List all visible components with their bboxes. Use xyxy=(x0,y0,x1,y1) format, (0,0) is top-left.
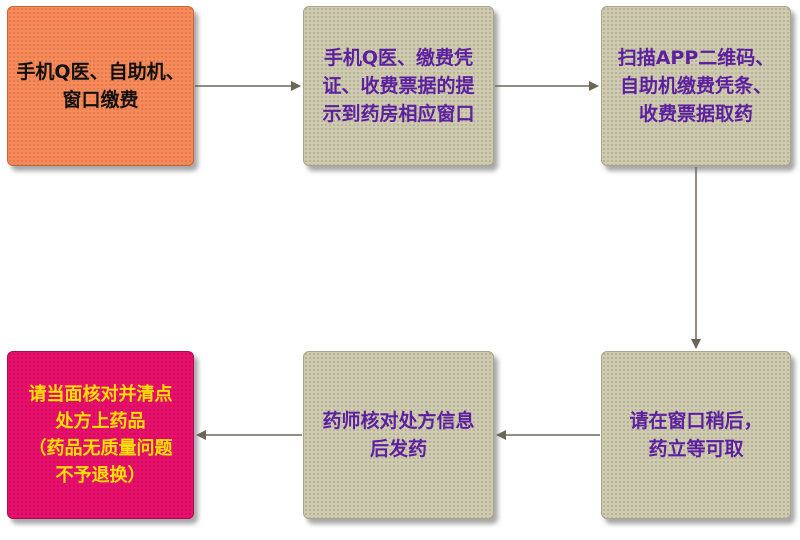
step-pharmacist-dispense: 药师核对处方信息 后发药 xyxy=(303,351,494,519)
step-scan-and-collect: 扫描APP二维码、 自助机缴费凭条、 收费票据取药 xyxy=(601,6,791,166)
step-verify-medicines: 请当面核对并清点 处方上药品 （药品无质量问题 不予退换） xyxy=(7,351,194,519)
step-payment-methods: 手机Q医、自助机、 窗口缴费 xyxy=(7,6,194,166)
step-present-receipt-at-window: 手机Q医、缴费凭 证、收费票据的提 示到药房相应窗口 xyxy=(303,6,494,166)
step-wait-at-window: 请在窗口稍后， 药立等可取 xyxy=(601,351,791,519)
